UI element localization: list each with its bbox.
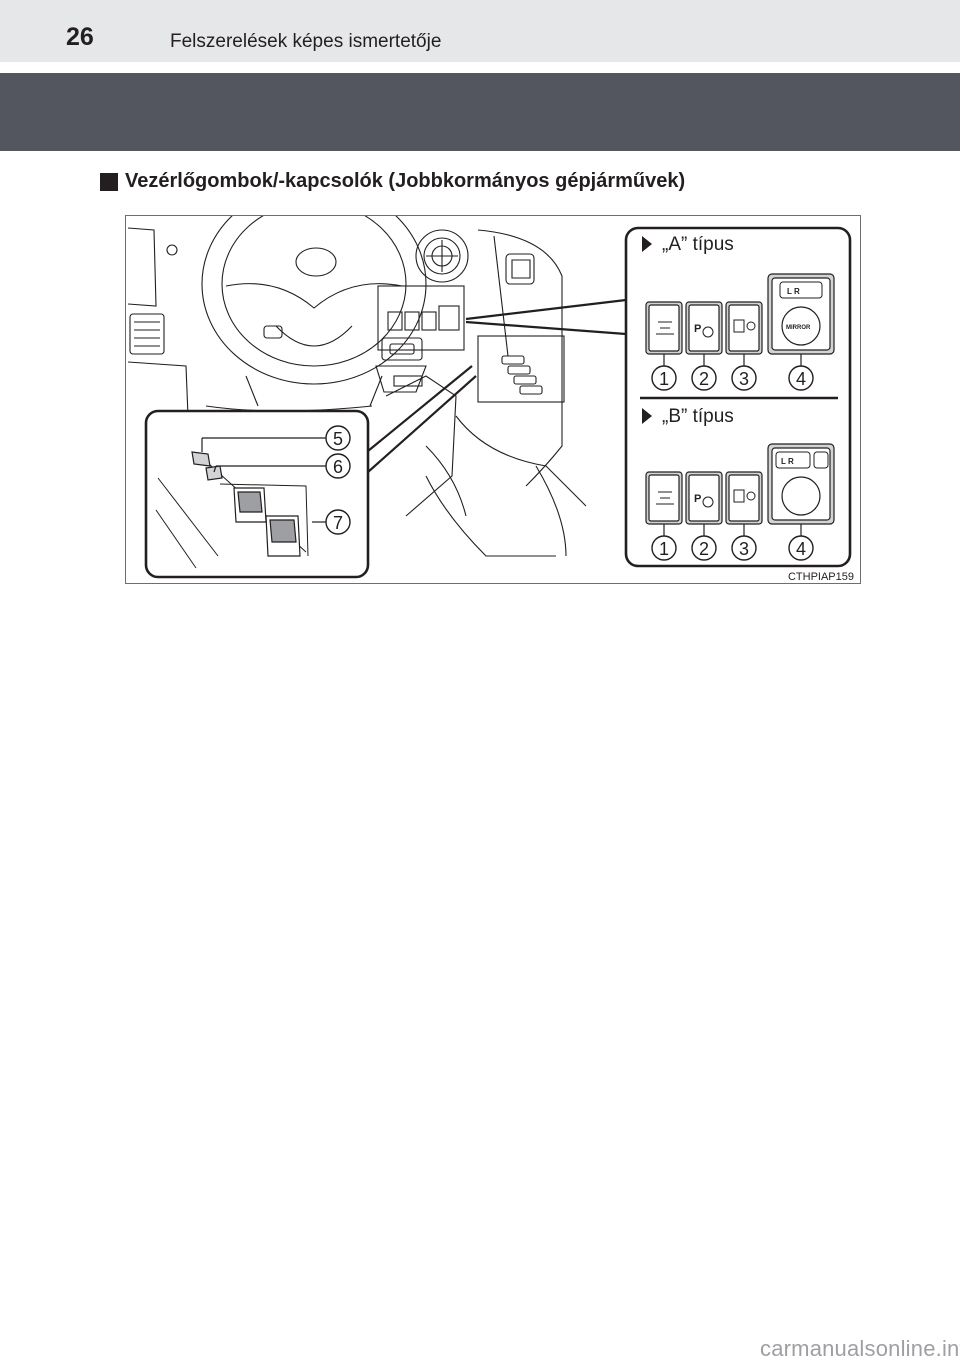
callout-3-a: 3 [739,369,749,389]
callout-1-b: 1 [659,539,669,559]
page-number: 26 [66,23,94,51]
connector-lines [367,298,627,473]
controls-illustration: „A” típus P L R MIRROR [125,215,861,584]
svg-text:L R: L R [781,457,794,466]
type-b-arrow-icon [642,408,652,424]
svg-text:MIRROR: MIRROR [786,325,811,331]
type-b-label: „B” típus [662,406,734,427]
type-a-switches: P L R MIRROR [645,273,835,355]
callout-4-a: 4 [796,369,806,389]
window-switch-callout-box: 5 6 7 [144,409,370,579]
type-a-arrow-icon [642,236,652,252]
svg-text:P: P [694,493,701,505]
callout-7: 7 [333,513,343,533]
section-heading-text: Vezérlőgombok/-kapcsolók (Jobbkormányos … [125,170,686,192]
svg-text:L R: L R [787,287,800,296]
callouts-bottom: 1 2 3 4 [651,535,814,561]
heading-bullet-icon [100,172,118,191]
dark-band [0,73,960,151]
callout-1-a: 1 [659,369,669,389]
running-title: Felszerelések képes ismertetője [170,31,442,52]
callout-3-b: 3 [739,539,749,559]
illustration-svg: „A” típus P L R MIRROR [127,216,854,583]
footer-watermark: carmanualsonline.info [760,1336,960,1361]
section-heading: Vezérlőgombok/-kapcsolók (Jobbkormányos … [100,168,685,194]
callout-2-a: 2 [699,369,709,389]
type-a-label: „A” típus [662,234,734,255]
type-b-switches: P L R [645,443,835,525]
header-strip [0,0,960,62]
callouts-top: 1 2 3 4 [651,365,814,391]
dashboard-line-art [127,216,587,557]
callout-5: 5 [333,429,343,449]
callout-2-b: 2 [699,539,709,559]
callout-6: 6 [333,457,343,477]
svg-text:P: P [694,323,701,335]
figure-code: CTHPIAP159 [788,571,854,583]
callout-4-b: 4 [796,539,806,559]
type-callout-box: „A” típus P L R MIRROR [624,226,852,568]
